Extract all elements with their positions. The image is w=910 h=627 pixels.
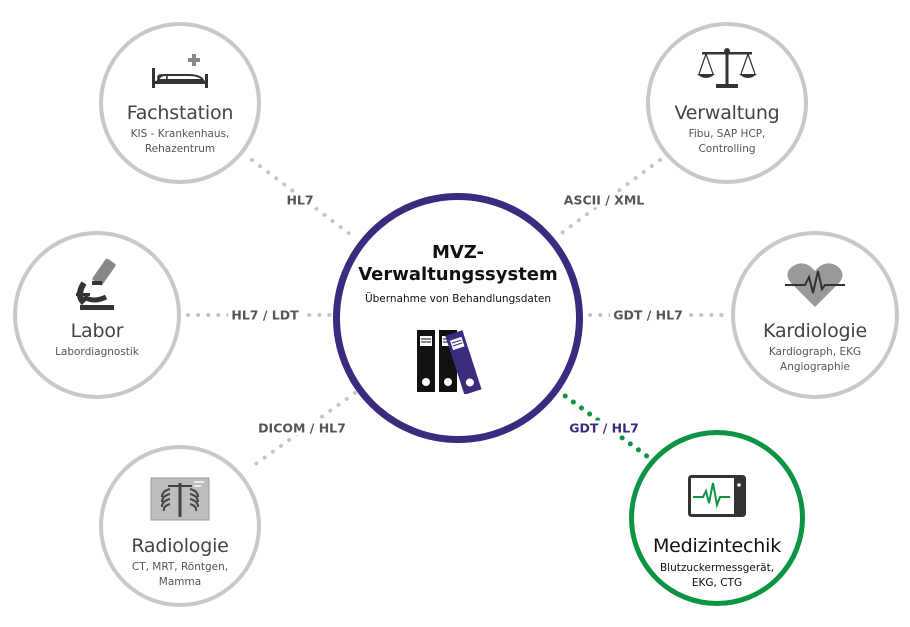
node-verwaltung-title: Verwaltung <box>674 102 780 124</box>
edge-label-labor: HL7 / LDT <box>228 307 302 323</box>
node-fachstation-title: Fachstation <box>126 102 234 124</box>
edge-label-radiologie: DICOM / HL7 <box>255 420 349 436</box>
node-fachstation-sub2: Rehazentrum <box>144 143 216 155</box>
xray-icon <box>150 477 210 521</box>
node-kardiologie[interactable]: Kardiologie Kardiograph, EKG Angiographi… <box>731 231 899 399</box>
node-medizintechik-sub1: Blutzuckermessgerät, <box>659 562 775 574</box>
binders-icon <box>417 330 482 394</box>
node-radiologie[interactable]: Radiologie CT, MRT, Röntgen, Mamma <box>99 445 261 607</box>
node-kardiologie-sub1: Kardiograph, EKG <box>768 346 862 358</box>
node-radiologie-title: Radiologie <box>131 535 229 557</box>
node-radiologie-sub1: CT, MRT, Röntgen, <box>131 561 229 573</box>
node-labor-sub1: Labordiagnostik <box>55 346 139 358</box>
node-verwaltung[interactable]: Verwaltung Fibu, SAP HCP, Controlling <box>646 22 808 184</box>
node-labor-title: Labor <box>70 320 124 342</box>
node-kardiologie-title: Kardiologie <box>763 320 867 342</box>
center-subtitle: Übernahme von Behandlungsdaten <box>364 293 552 305</box>
monitor-ecg-icon <box>688 475 746 517</box>
microscope-icon <box>76 258 116 310</box>
node-radiologie-sub2: Mamma <box>158 576 202 588</box>
center-title-line1: MVZ- <box>431 242 485 263</box>
center-title-line2: Verwaltungssystem <box>358 264 558 285</box>
connector-radiologie <box>248 391 357 470</box>
node-verwaltung-sub1: Fibu, SAP HCP, <box>688 128 766 140</box>
center-title: MVZ- Verwaltungssystem <box>340 242 576 286</box>
node-fachstation[interactable]: Fachstation KIS - Krankenhaus, Rehazentr… <box>99 22 261 184</box>
node-medizintechik-title: Medizintechik <box>652 535 782 557</box>
node-center[interactable]: MVZ- Verwaltungssystem Übernahme von Beh… <box>333 193 583 443</box>
edge-label-verwaltung: ASCII / XML <box>560 192 648 208</box>
node-verwaltung-sub2: Controlling <box>698 143 756 155</box>
edge-label-medizintechik: GDT / HL7 <box>566 420 642 436</box>
node-medizintechik[interactable]: Medizintechik Blutzuckermessgerät, EKG, … <box>629 430 805 606</box>
scales-icon <box>697 48 757 88</box>
node-labor[interactable]: Labor Labordiagnostik <box>13 231 181 399</box>
hospital-bed-icon <box>152 54 208 88</box>
heart-ecg-icon <box>785 263 845 307</box>
edge-label-kardiologie: GDT / HL7 <box>610 307 686 323</box>
edge-label-fachstation: HL7 <box>283 192 317 208</box>
node-medizintechik-sub2: EKG, CTG <box>691 577 743 589</box>
node-fachstation-sub1: KIS - Krankenhaus, <box>130 128 230 140</box>
connector-fachstation <box>250 158 357 240</box>
node-kardiologie-sub2: Angiographie <box>780 361 850 373</box>
connector-verwaltung <box>553 158 662 240</box>
